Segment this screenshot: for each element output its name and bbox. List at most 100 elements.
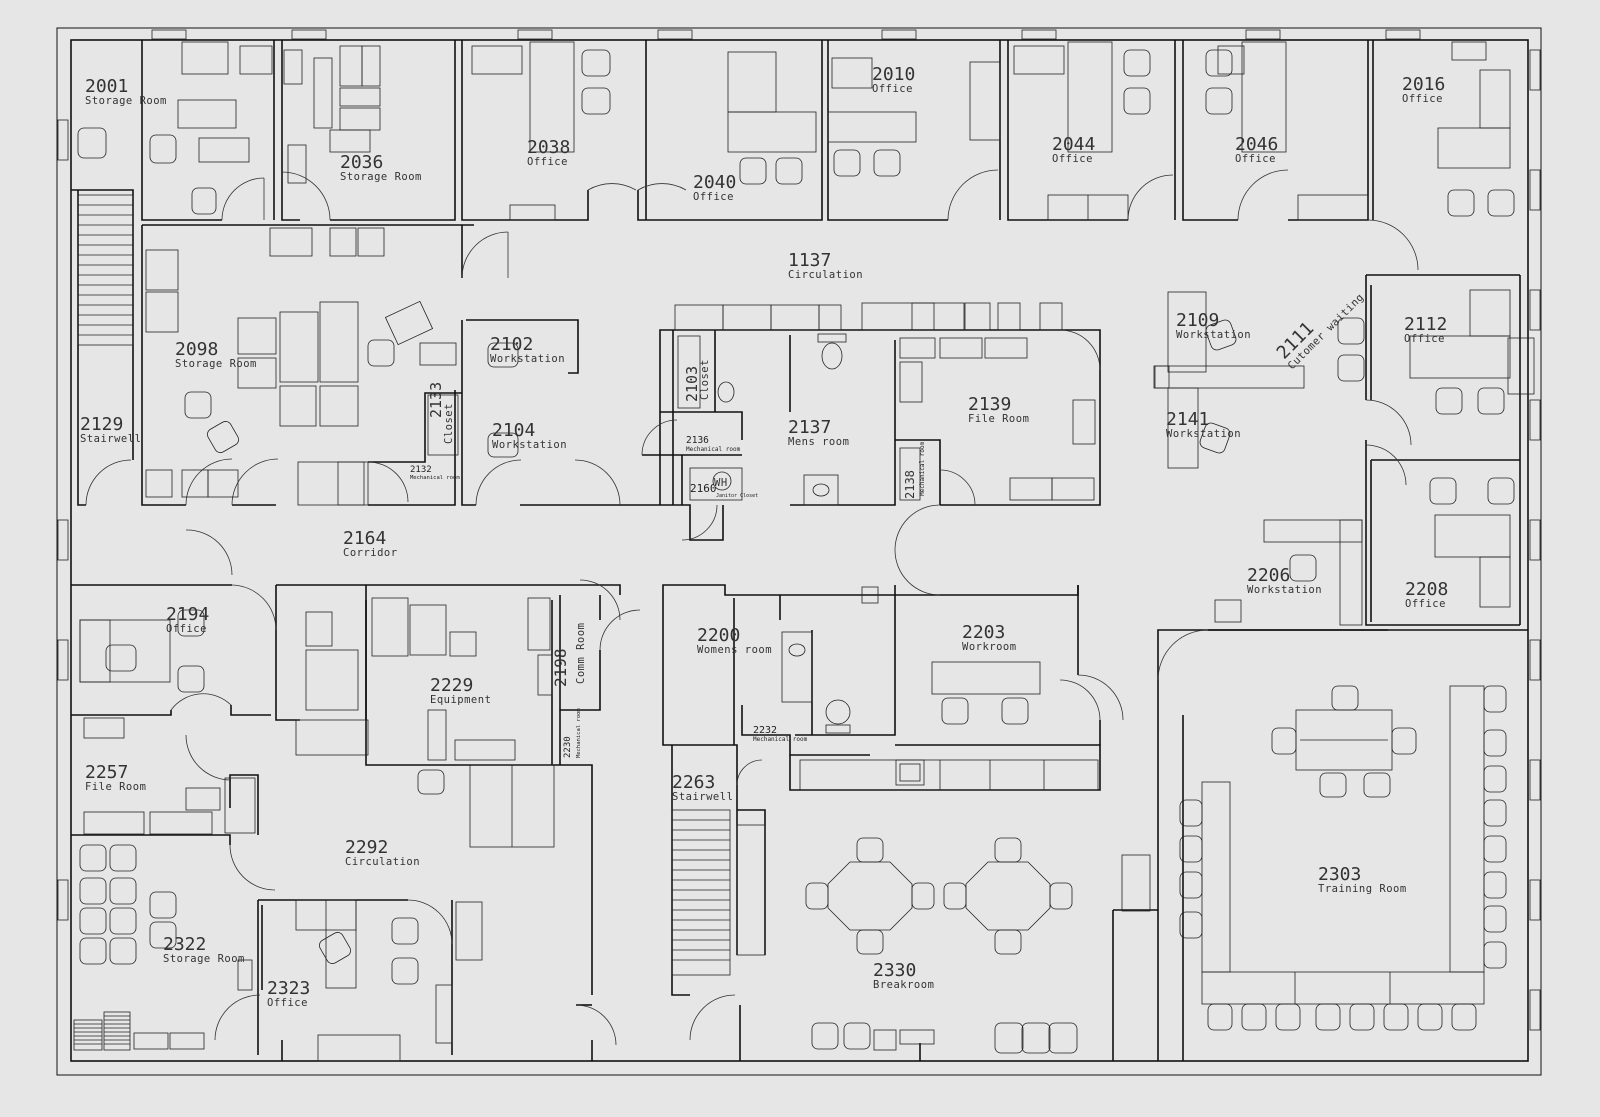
- svg-text:Mechanical room: Mechanical room: [576, 708, 582, 758]
- svg-text:Office: Office: [1052, 153, 1093, 165]
- svg-text:Office: Office: [527, 156, 568, 168]
- svg-text:2198: 2198: [551, 648, 570, 687]
- svg-text:2036: 2036: [340, 152, 383, 173]
- svg-text:Equipment: Equipment: [430, 694, 491, 706]
- svg-text:Womens room: Womens room: [697, 644, 772, 656]
- stairwell-2263-treads: [671, 809, 731, 976]
- svg-text:Breakroom: Breakroom: [873, 979, 934, 991]
- svg-text:Storage Room: Storage Room: [175, 358, 257, 370]
- svg-text:Mechanical room: Mechanical room: [753, 736, 808, 743]
- svg-text:2200: 2200: [697, 625, 740, 646]
- svg-text:2103: 2103: [683, 366, 701, 402]
- svg-text:2129: 2129: [80, 414, 123, 435]
- svg-text:2044: 2044: [1052, 134, 1095, 155]
- furniture: [73, 41, 1535, 1062]
- shelving-hatch: [74, 1015, 130, 1045]
- svg-text:Office: Office: [267, 997, 308, 1009]
- svg-text:2257: 2257: [85, 762, 128, 783]
- svg-text:2292: 2292: [345, 837, 388, 858]
- svg-text:Mechanical room: Mechanical room: [686, 446, 741, 453]
- svg-text:2208: 2208: [1405, 579, 1448, 600]
- svg-text:Office: Office: [693, 191, 734, 203]
- svg-text:2104: 2104: [492, 420, 535, 441]
- svg-text:2040: 2040: [693, 172, 736, 193]
- water-heater: WH: [712, 471, 732, 491]
- svg-text:2133: 2133: [427, 382, 445, 418]
- svg-text:WH: WH: [714, 477, 728, 489]
- svg-text:2038: 2038: [527, 137, 570, 158]
- svg-text:Workstation: Workstation: [490, 353, 565, 365]
- svg-text:2109: 2109: [1176, 310, 1219, 331]
- svg-text:Office: Office: [1405, 598, 1446, 610]
- svg-text:2323: 2323: [267, 978, 310, 999]
- svg-text:2112: 2112: [1404, 314, 1447, 335]
- svg-text:2303: 2303: [1318, 864, 1361, 885]
- svg-text:2206: 2206: [1247, 565, 1290, 586]
- svg-text:1137: 1137: [788, 250, 831, 271]
- svg-text:Workstation: Workstation: [492, 439, 567, 451]
- svg-text:2139: 2139: [968, 394, 1011, 415]
- svg-text:2136: 2136: [686, 435, 709, 446]
- svg-text:2229: 2229: [430, 675, 473, 696]
- svg-text:2203: 2203: [962, 622, 1005, 643]
- building-walls: [56, 27, 1542, 1076]
- svg-text:Office: Office: [1235, 153, 1276, 165]
- svg-text:2330: 2330: [873, 960, 916, 981]
- svg-text:2138: 2138: [903, 470, 917, 499]
- svg-text:Storage Room: Storage Room: [340, 171, 422, 183]
- interior-walls: [71, 40, 1528, 1061]
- svg-text:Workstation: Workstation: [1166, 428, 1241, 440]
- svg-text:Closet: Closet: [699, 359, 711, 400]
- svg-text:2016: 2016: [1402, 74, 1445, 95]
- svg-text:2137: 2137: [788, 417, 831, 438]
- svg-text:Workstation: Workstation: [1247, 584, 1322, 596]
- svg-text:Office: Office: [872, 83, 913, 95]
- svg-text:2263: 2263: [672, 772, 715, 793]
- svg-text:Circulation: Circulation: [788, 269, 863, 281]
- svg-text:2010: 2010: [872, 64, 915, 85]
- svg-text:Corridor: Corridor: [343, 547, 398, 559]
- svg-text:2001: 2001: [85, 76, 128, 97]
- svg-text:2164: 2164: [343, 528, 386, 549]
- door-swings: [85, 169, 1419, 1046]
- svg-text:Workstation: Workstation: [1176, 329, 1251, 341]
- svg-text:2194: 2194: [166, 604, 209, 625]
- svg-text:2102: 2102: [490, 334, 533, 355]
- svg-text:Office: Office: [166, 623, 207, 635]
- svg-text:Stairwell: Stairwell: [80, 433, 141, 445]
- svg-text:2322: 2322: [163, 934, 206, 955]
- svg-text:Office: Office: [1402, 93, 1443, 105]
